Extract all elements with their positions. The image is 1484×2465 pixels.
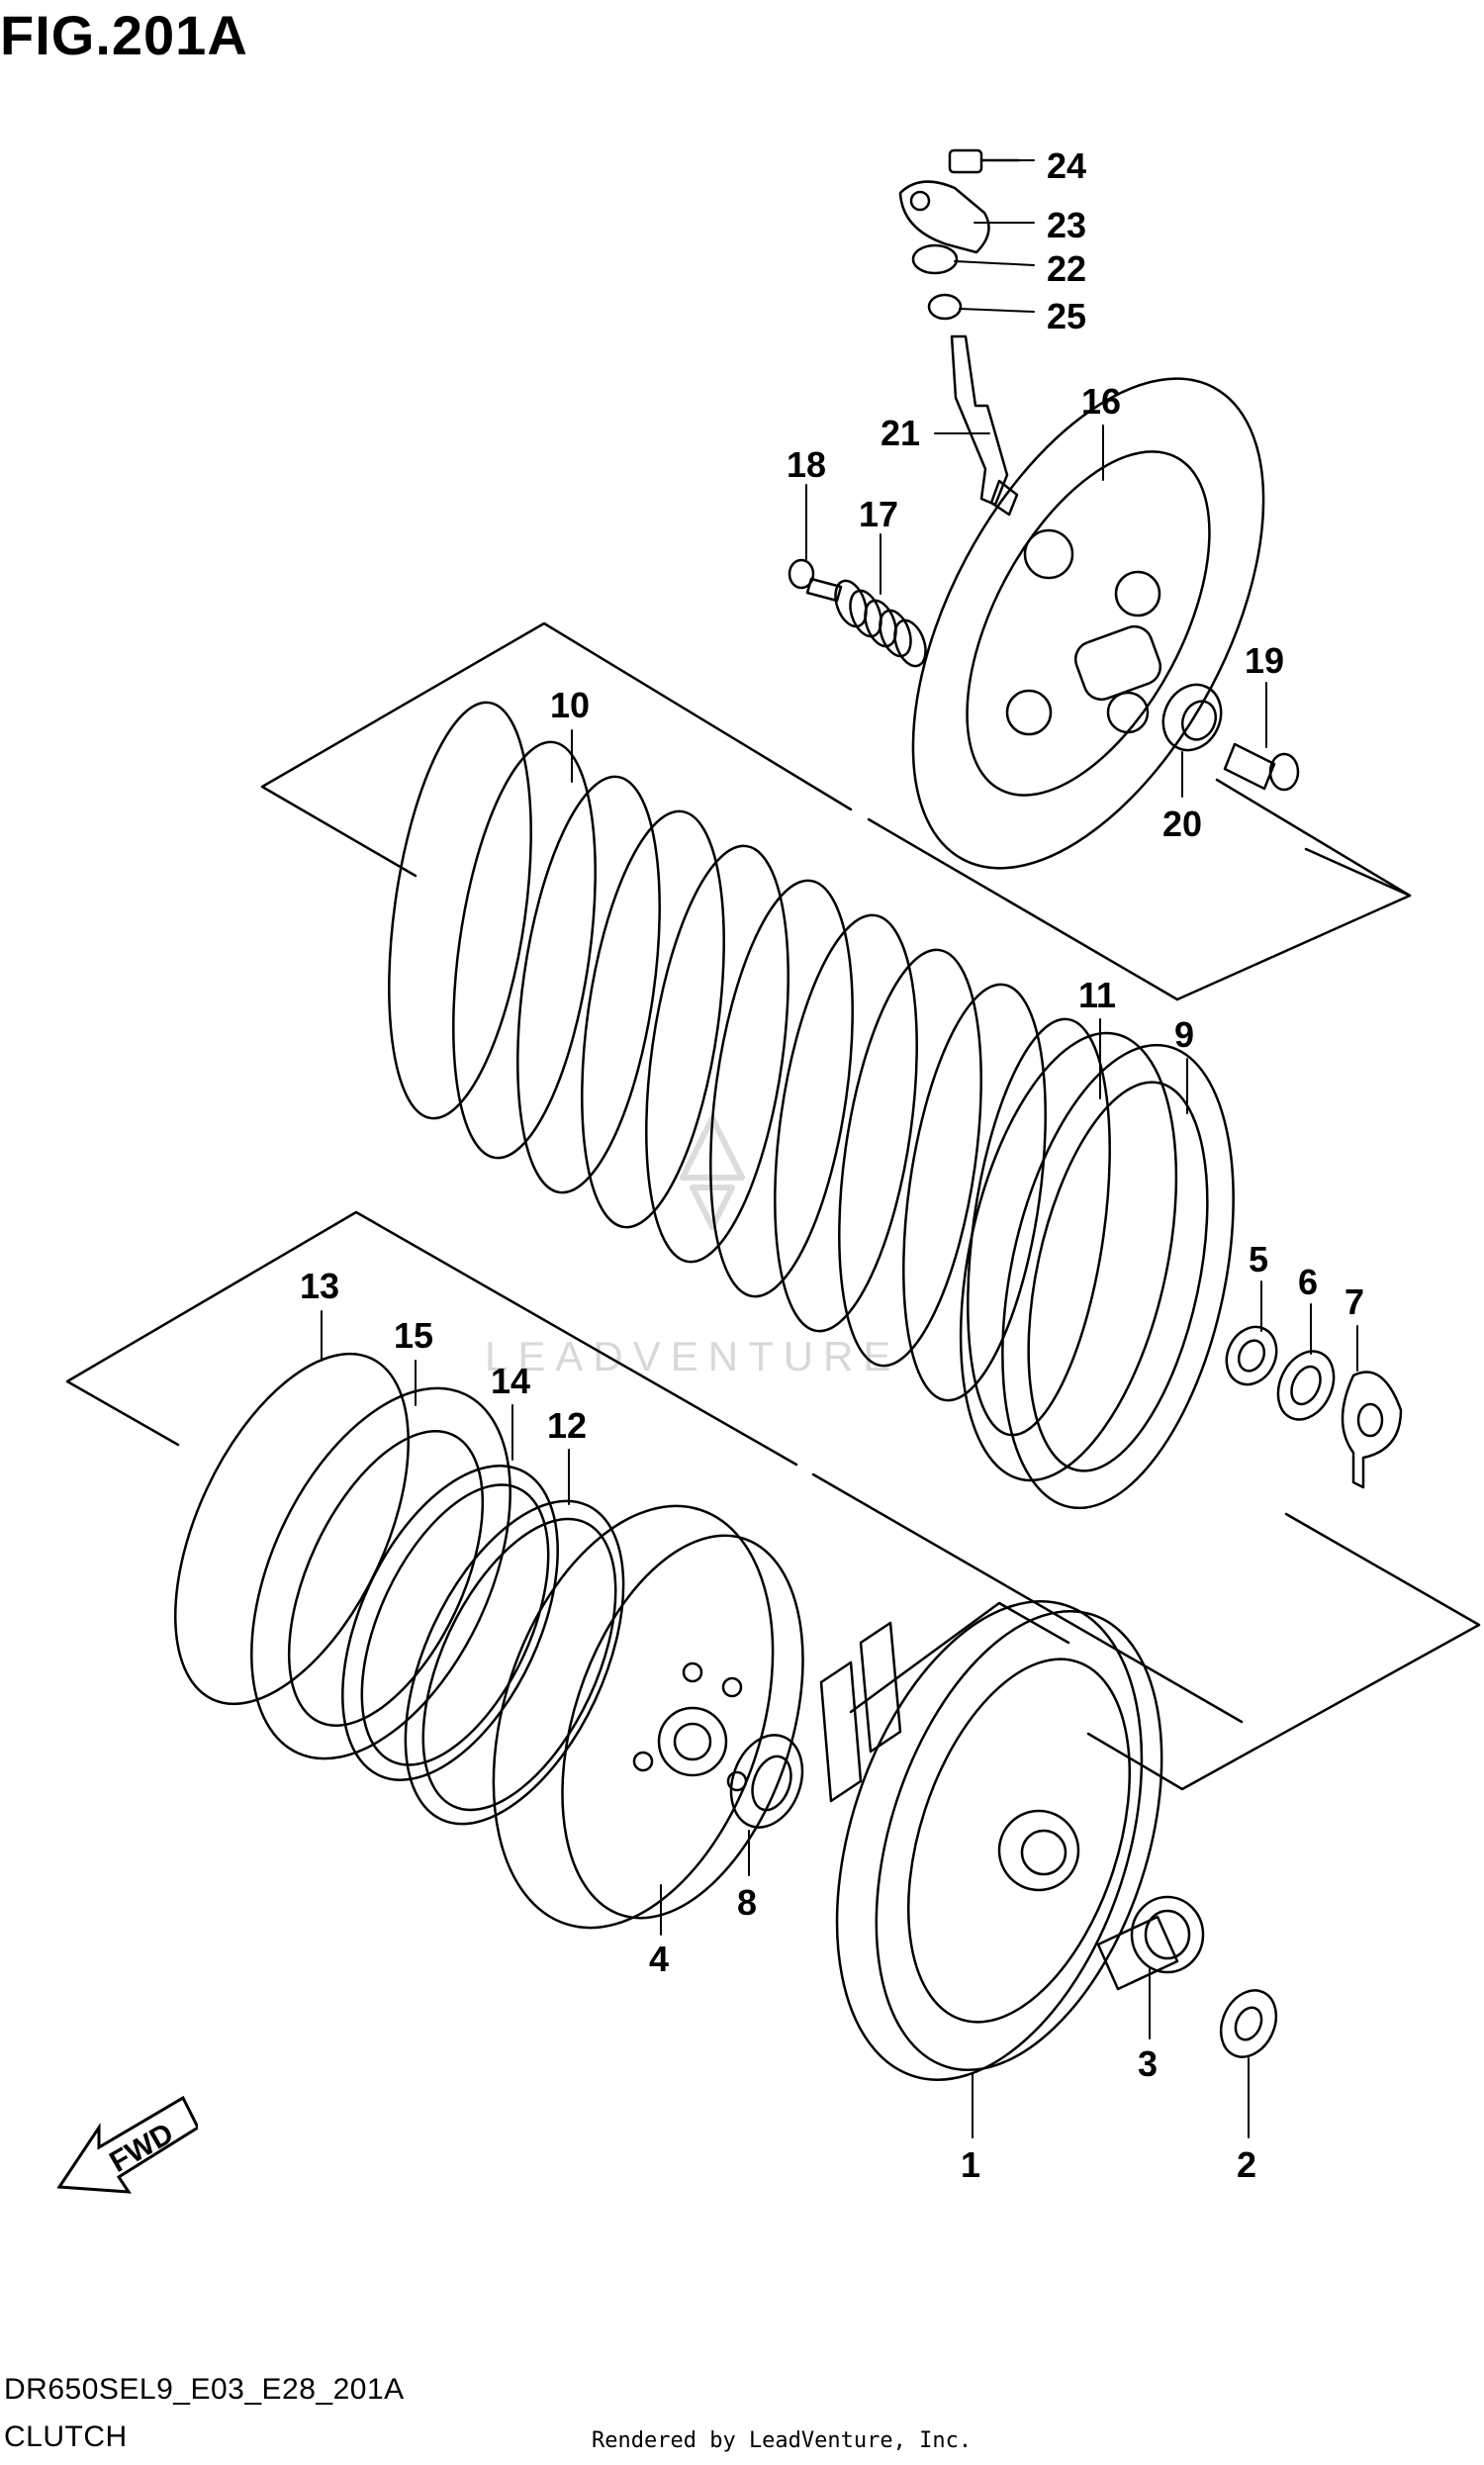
model-code: DR650SEL9_E03_E28_201A — [4, 2373, 405, 2406]
callout-14: 14 — [491, 1361, 530, 1401]
callout-5: 5 — [1249, 1239, 1268, 1280]
leader-25 — [959, 308, 1035, 313]
callout-8: 8 — [737, 1882, 757, 1923]
callout-7: 7 — [1345, 1281, 1364, 1322]
watermark-text: LEADVENTURE — [485, 1333, 900, 1379]
spring-seat-plate — [250, 1386, 511, 1760]
callout-9: 9 — [1174, 1014, 1194, 1055]
callout-20: 20 — [1162, 804, 1202, 844]
callout-22: 22 — [1047, 248, 1086, 289]
callout-15: 15 — [394, 1315, 433, 1356]
callout-1: 1 — [961, 2144, 980, 2185]
watermark: LEADVENTURE — [485, 1115, 900, 1379]
callout-11: 11 — [1078, 975, 1116, 1015]
callout-23: 23 — [1047, 205, 1086, 245]
callout-18: 18 — [787, 444, 826, 485]
upper-assembly-boundary — [260, 621, 1412, 1001]
release-pin — [1223, 742, 1300, 792]
release-rod — [950, 334, 1019, 517]
lock-washer — [1341, 1371, 1403, 1489]
fwd-arrow-icon: FWD — [56, 2095, 198, 2194]
clutch-spring — [834, 579, 927, 668]
figure-title: FIG.201A — [0, 4, 248, 66]
callout-17: 17 — [859, 494, 898, 534]
lower-assembly-boundary — [65, 1210, 1481, 1791]
rendered-by-credit: Rendered by LeadVenture, Inc. — [592, 2428, 973, 2453]
callout-12: 12 — [547, 1405, 587, 1446]
callout-25: 25 — [1047, 296, 1086, 336]
spacer — [1096, 1895, 1205, 1991]
callout-24: 24 — [1047, 145, 1086, 186]
callout-3: 3 — [1138, 2043, 1158, 2084]
driven-plate — [959, 1031, 1178, 1482]
callout-21: 21 — [881, 413, 920, 453]
release-bearing — [1161, 683, 1223, 752]
callout-19: 19 — [1245, 640, 1284, 681]
callout-2: 2 — [1237, 2144, 1256, 2185]
clutch-plate-stack — [388, 701, 1111, 1437]
spring-washer — [404, 1499, 625, 1826]
primary-driven-gear-assembly — [819, 1600, 1163, 2081]
callout-13: 13 — [300, 1266, 339, 1306]
clutch-release-arm — [898, 148, 1021, 321]
washer — [1276, 1350, 1336, 1421]
thrust-washer-small — [1219, 1989, 1278, 2058]
callout-6: 6 — [1298, 1262, 1318, 1302]
callout-4: 4 — [649, 1939, 669, 1979]
clutch-sleeve-hub-nut — [1225, 1325, 1278, 1386]
spring-bolt — [788, 558, 843, 603]
callout-16: 16 — [1081, 381, 1121, 422]
leader-22 — [954, 260, 1035, 266]
thrust-washer — [729, 1734, 804, 1829]
drive-plate — [1001, 1043, 1235, 1510]
section-name: CLUTCH — [4, 2420, 128, 2453]
callout-10: 10 — [550, 685, 590, 725]
spring-washer-seat — [341, 1465, 559, 1781]
